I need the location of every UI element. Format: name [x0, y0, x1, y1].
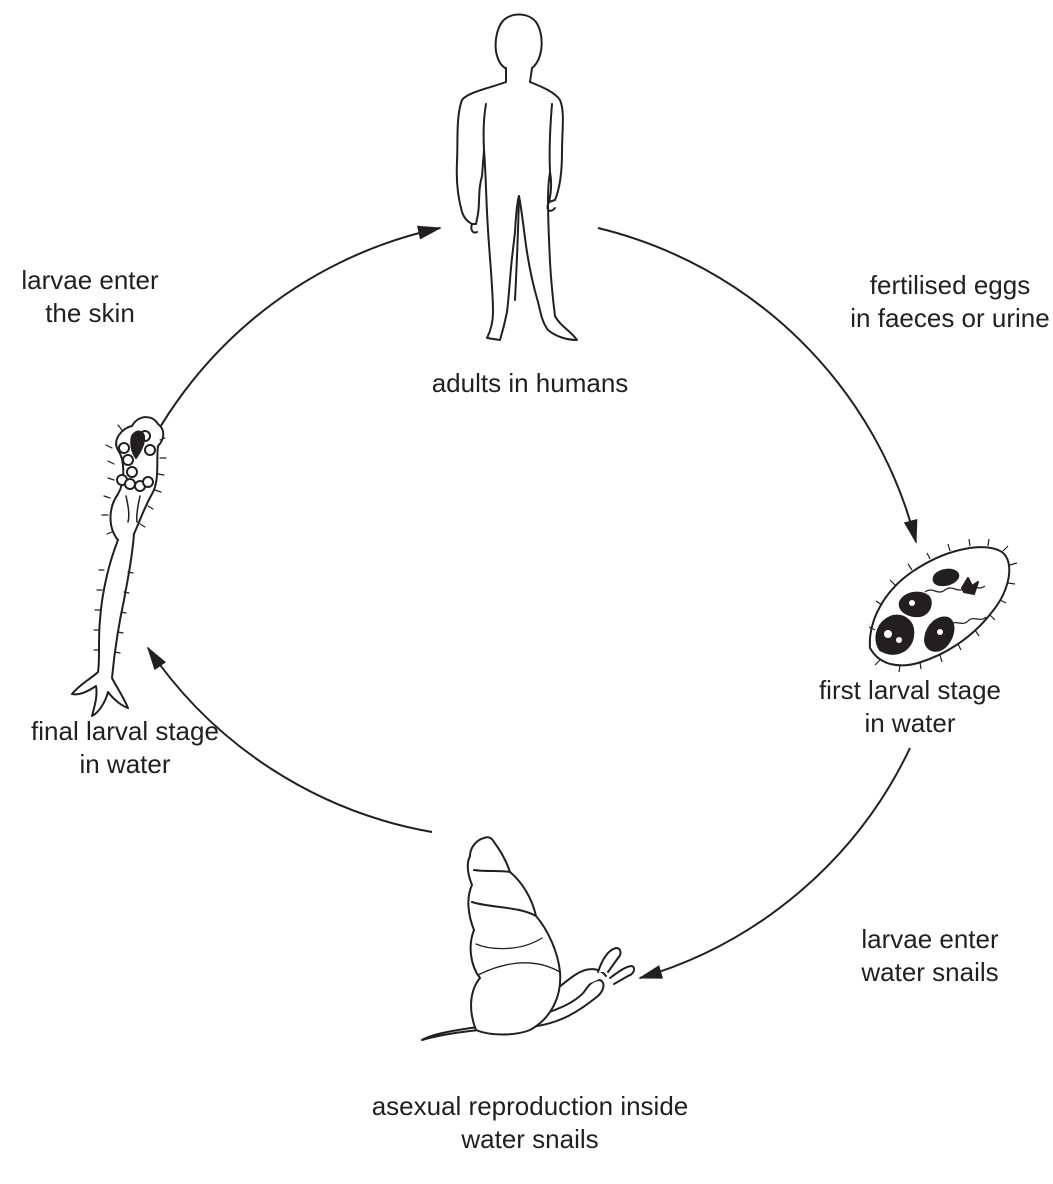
enter-skin-line2: the skin: [0, 297, 195, 330]
egg-larva-icon: [869, 539, 1017, 672]
adults-label-text: adults in humans: [380, 367, 680, 400]
eggs-transition-line2: in faeces or urine: [820, 302, 1053, 335]
final-larval-line1: final larval stage: [0, 715, 255, 748]
first-larval-line2: in water: [780, 707, 1040, 740]
first-larval-label: first larval stage in water: [780, 674, 1040, 740]
enter-snails-line2: water snails: [800, 956, 1053, 989]
snail-stage-line2: water snails: [320, 1123, 740, 1156]
first-larval-line1: first larval stage: [780, 674, 1040, 707]
enter-snails-transition-label: larvae enter water snails: [800, 923, 1053, 989]
final-larval-line2: in water: [0, 748, 255, 781]
snail-stage-line1: asexual reproduction inside: [320, 1090, 740, 1123]
enter-skin-line1: larvae enter: [0, 264, 195, 297]
enter-snails-line1: larvae enter: [800, 923, 1053, 956]
snail-stage-label: asexual reproduction inside water snails: [320, 1090, 740, 1156]
final-larval-label: final larval stage in water: [0, 715, 255, 781]
enter-skin-transition-label: larvae enter the skin: [0, 264, 195, 330]
eggs-transition-line1: fertilised eggs: [820, 269, 1053, 302]
water-snail-icon: [422, 837, 634, 1040]
adults-label: adults in humans: [380, 367, 680, 400]
eggs-transition-label: fertilised eggs in faeces or urine: [820, 269, 1053, 335]
human-figure-icon: [457, 15, 577, 341]
cercaria-larva-icon: [72, 417, 166, 716]
